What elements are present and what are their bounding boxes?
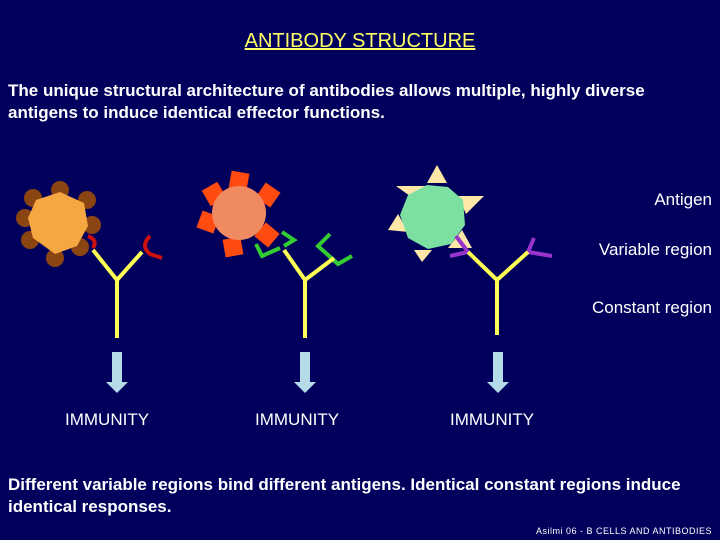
antibody-1-variable-region	[87, 234, 97, 250]
antigen-2	[196, 170, 281, 258]
variable-region-label: Variable region	[598, 240, 712, 259]
antigen-3-knob	[458, 196, 484, 214]
antigen-2-knob	[228, 170, 250, 192]
antigen-3-knob	[396, 186, 428, 196]
antigen-2-knob	[222, 236, 244, 258]
antigen-3-body	[400, 185, 465, 249]
immunity-label-1: IMMUNITY	[65, 410, 150, 429]
antigen-1-knob	[83, 216, 101, 234]
antigen-label: Antigen	[654, 190, 712, 209]
summary-text: Different variable regions bind differen…	[8, 475, 681, 516]
antibody-2	[254, 230, 353, 393]
antibody-1-variable-region	[143, 234, 163, 260]
antibody-2-constant-arm	[282, 248, 307, 282]
antibody-3-variable-region	[525, 237, 553, 258]
constant-region-label: Constant region	[591, 298, 712, 317]
antibody-1-constant-arm	[91, 248, 119, 282]
antibody-3-constant-arm	[466, 250, 499, 282]
antibody-2-variable-region	[254, 230, 298, 259]
antibody-3-arrow	[487, 352, 509, 393]
antigen-1	[16, 181, 101, 267]
intro-text: The unique structural architecture of an…	[8, 81, 645, 122]
antigen-1-body	[28, 192, 88, 254]
antibody-1-arrow	[106, 352, 128, 393]
antibody-1	[87, 234, 163, 393]
antibody-2-variable-region	[315, 232, 353, 267]
antibody-2-arrow	[294, 352, 316, 393]
immunity-label-3: IMMUNITY	[450, 410, 535, 429]
antigen-3-knob	[414, 250, 432, 262]
antigen-3	[388, 165, 484, 262]
immunity-label-2: IMMUNITY	[255, 410, 340, 429]
antibody-1-constant-arm	[115, 250, 144, 282]
slide-credit: Asilmi 06 - B CELLS AND ANTIBODIES	[535, 526, 712, 536]
antigen-3-knob	[388, 214, 408, 232]
antigen-2-body	[212, 186, 266, 240]
antibody-2-constant-arm	[303, 256, 336, 282]
antigen-1-knob	[46, 249, 64, 267]
antigen-3-knob	[427, 165, 447, 183]
antibody-3	[449, 234, 553, 393]
page-title: ANTIBODY STRUCTURE	[244, 30, 476, 52]
antibody-3-constant-arm	[495, 250, 530, 282]
